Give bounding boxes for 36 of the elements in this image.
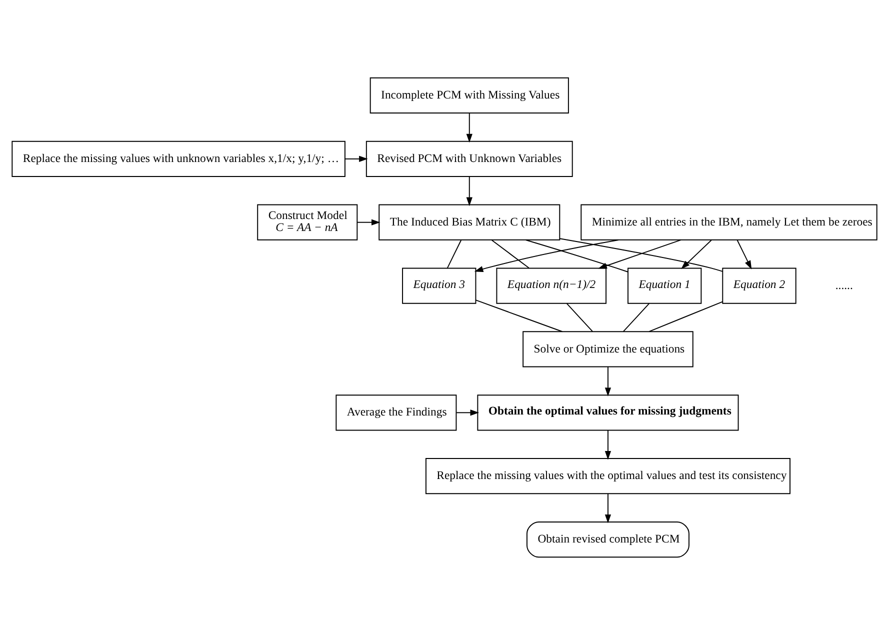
connector bbox=[491, 240, 530, 269]
node-box: Minimize all entries in the IBM, namely Let them be zeroes bbox=[580, 204, 878, 240]
arrow bbox=[466, 112, 472, 143]
connector bbox=[648, 301, 724, 332]
connector bbox=[446, 240, 462, 269]
node-box: Equation n(n−1)/2 bbox=[496, 268, 606, 304]
arrow bbox=[466, 176, 472, 206]
node-box: Equation 2 bbox=[722, 268, 796, 304]
node-box: Equation 3 bbox=[402, 268, 476, 304]
arrow bbox=[474, 239, 619, 272]
arrow bbox=[604, 366, 612, 396]
node-box: Equation 1 bbox=[628, 268, 702, 304]
arrow bbox=[356, 219, 380, 226]
connector bbox=[559, 238, 724, 272]
node-box: Replace the missing values with the optimal values and test its consistency bbox=[425, 458, 790, 494]
node-box: The Induced Bias Matrix C (IBM) bbox=[378, 204, 560, 240]
node-box: Replace the missing values with unknown variables x,1/x; y,1/y; … bbox=[12, 140, 346, 177]
arrow bbox=[681, 240, 712, 270]
connector bbox=[525, 240, 628, 272]
connector bbox=[622, 303, 650, 332]
node-box: Obtain the optimal values for missing judgments bbox=[477, 394, 739, 431]
arrow bbox=[604, 430, 612, 460]
arrow bbox=[736, 240, 752, 270]
node-box: Revised PCM with Unknown Variables bbox=[366, 140, 573, 177]
node-box: Solve or Optimize the equations bbox=[522, 331, 694, 368]
connector bbox=[566, 303, 594, 332]
label: ...... bbox=[835, 278, 853, 292]
connector bbox=[475, 300, 563, 332]
node-box: Construct Model C = AA − nA bbox=[257, 204, 358, 240]
arrow bbox=[604, 493, 612, 524]
arrow bbox=[456, 410, 480, 416]
node-box: Average the Findings bbox=[336, 394, 457, 431]
arrow bbox=[598, 239, 682, 269]
node-box: Incomplete PCM with Missing Values bbox=[370, 77, 569, 114]
arrow bbox=[344, 156, 368, 162]
node-box: Obtain revised complete PCM bbox=[526, 521, 690, 558]
